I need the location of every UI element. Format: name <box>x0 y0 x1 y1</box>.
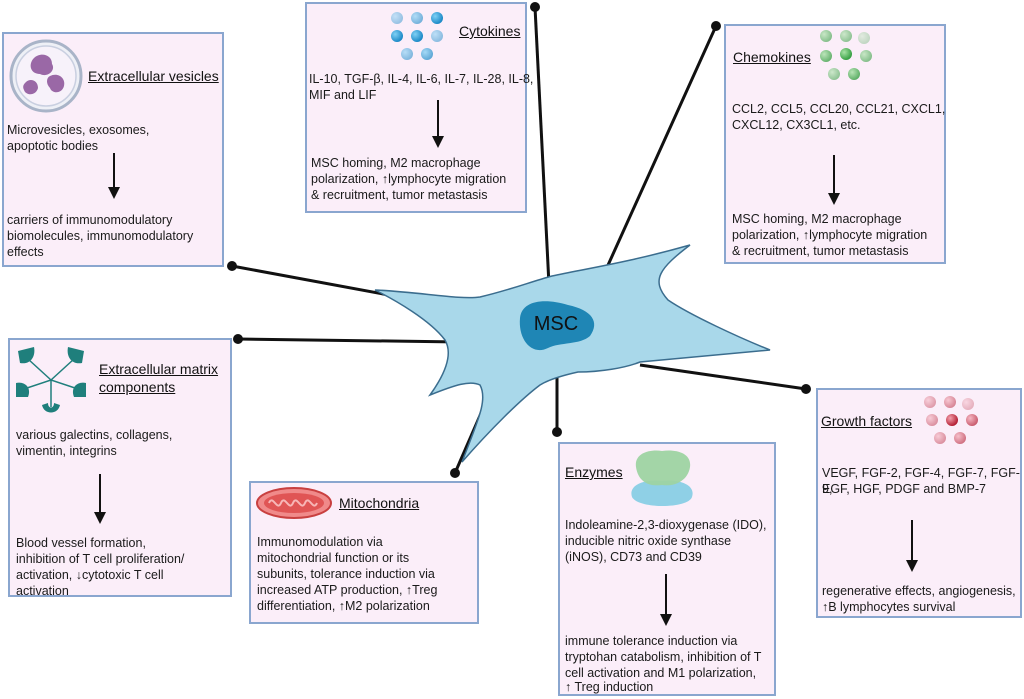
growth-items-1: VEGF, FGF-2, FGF-4, FGF-7, FGF-9, <box>822 466 1020 496</box>
chemokines-effects-1: MSC homing, M2 macrophage <box>732 212 902 226</box>
ecm-icon <box>16 347 86 413</box>
msc-cell-body <box>374 244 771 463</box>
mitochondria-effects-2: mitochondrial function or its <box>257 551 410 565</box>
chemokines-arrow <box>828 155 840 205</box>
connector-cytokines <box>533 6 551 286</box>
cytokines-arrow <box>432 100 444 148</box>
panel-chemokines <box>724 24 946 264</box>
enzymes-effects-3: cell activation and M1 polarization, <box>565 666 757 680</box>
connector-ecm <box>237 337 461 344</box>
ecm-arrow <box>94 474 106 524</box>
enzymes-effects-4: ↑ Treg induction <box>565 680 654 694</box>
panel-growth-factors <box>816 388 1022 618</box>
ecm-title-1: Extracellular matrix <box>99 361 219 377</box>
chemokines-title: Chemokines <box>733 49 811 65</box>
growth-effects-2: ↑B lymphocytes survival <box>822 600 956 614</box>
enzymes-effects-2: tryptohan catabolism, inhibition of T <box>565 650 762 664</box>
ecm-effects-1: Blood vessel formation, <box>16 536 146 550</box>
cytokines-effects-1: MSC homing, M2 macrophage <box>311 156 481 170</box>
mitochondria-title: Mitochondria <box>339 495 420 511</box>
ecm-items-2: vimentin, integrins <box>16 444 117 458</box>
growth-items-2: EGF, HGF, PDGF and BMP-7 <box>822 482 986 496</box>
mitochondria-effects-3: subunits, tolerance induction via <box>257 567 435 581</box>
cytokines-effects-3: & recruitment, tumor metastasis <box>311 188 488 202</box>
chemokines-effects-3: & recruitment, tumor metastasis <box>732 244 909 258</box>
vesicles-title: Extracellular vesicles <box>88 68 219 84</box>
cytokines-items-1: IL-10, TGF-β, IL-4, IL-6, IL-7, IL-28, I… <box>309 72 534 86</box>
dot-ecm <box>233 334 243 344</box>
growth-effects-1: regenerative effects, angiogenesis, <box>822 584 1016 598</box>
mitochondria-icon <box>256 487 332 519</box>
mitochondria-effects-1: Immunomodulation via <box>257 535 383 549</box>
dot-mitochondria <box>450 468 460 478</box>
cytokine-icon <box>391 12 443 60</box>
mitochondria-effects-5: differentiation, ↑M2 polarization <box>257 599 430 613</box>
enzymes-items-2: inducible nitric oxide synthase <box>565 534 732 548</box>
dot-growth <box>801 384 811 394</box>
enzymes-items-1: Indoleamine-2,3-dioxygenase (IDO), <box>565 518 767 532</box>
cytokines-items-2: MIF and LIF <box>309 88 377 102</box>
vesicles-arrow <box>108 153 120 199</box>
dot-enzymes <box>552 427 562 437</box>
enzymes-items-3: (iNOS), CD73 and CD39 <box>565 550 702 564</box>
enzyme-icon <box>631 450 693 506</box>
cytokines-effects-2: polarization, ↑lymphocyte migration <box>311 172 507 186</box>
growth-factor-icon <box>924 396 978 444</box>
ecm-title-2: components <box>99 379 176 395</box>
msc-nucleus <box>519 301 595 351</box>
msc-label: MSC <box>534 313 578 335</box>
dot-cytokines <box>530 2 540 12</box>
chemokine-icon <box>820 30 872 80</box>
connector-chemokines <box>588 25 718 306</box>
ecm-items-1: various galectins, collagens, <box>16 428 173 442</box>
enzymes-effects-1: immune tolerance induction via <box>565 634 738 648</box>
connector-dots <box>227 2 811 478</box>
enzymes-arrow <box>660 574 672 626</box>
vesicles-items-1: Microvesicles, exosomes, <box>7 123 150 137</box>
growth-factors-title: Growth factors <box>821 413 913 429</box>
connector-growth <box>639 363 807 391</box>
vesicles-effects-2: biomolecules, immunomodulatory <box>7 229 194 243</box>
vesicles-effects-3: effects <box>7 245 44 259</box>
msc-cell: MSC <box>374 244 771 463</box>
chemokines-effects-2: polarization, ↑lymphocyte migration <box>732 228 928 242</box>
enzymes-title: Enzymes <box>565 464 623 480</box>
chemokines-items-2: CXCL12, CX3CL1, etc. <box>732 118 861 132</box>
ecm-effects-3: activation, ↓cytotoxic T cell <box>16 568 164 582</box>
chemokines-items-1: CCL2, CCL5, CCL20, CCL21, CXCL1, <box>732 102 946 116</box>
dot-vesicles <box>227 261 237 271</box>
vesicles-effects-1: carriers of immunomodulatory <box>7 213 173 227</box>
vesicles-items-2: apoptotic bodies <box>7 139 99 153</box>
mitochondria-effects-4: increased ATP production, ↑Treg <box>257 583 438 597</box>
ecm-effects-4: activation <box>16 584 69 598</box>
cytokines-title: Cytokines <box>459 23 521 39</box>
vesicle-icon <box>9 39 83 113</box>
dot-chemokines <box>711 21 721 31</box>
ecm-effects-2: inhibition of T cell proliferation/ <box>16 552 185 566</box>
growth-arrow <box>906 520 918 572</box>
